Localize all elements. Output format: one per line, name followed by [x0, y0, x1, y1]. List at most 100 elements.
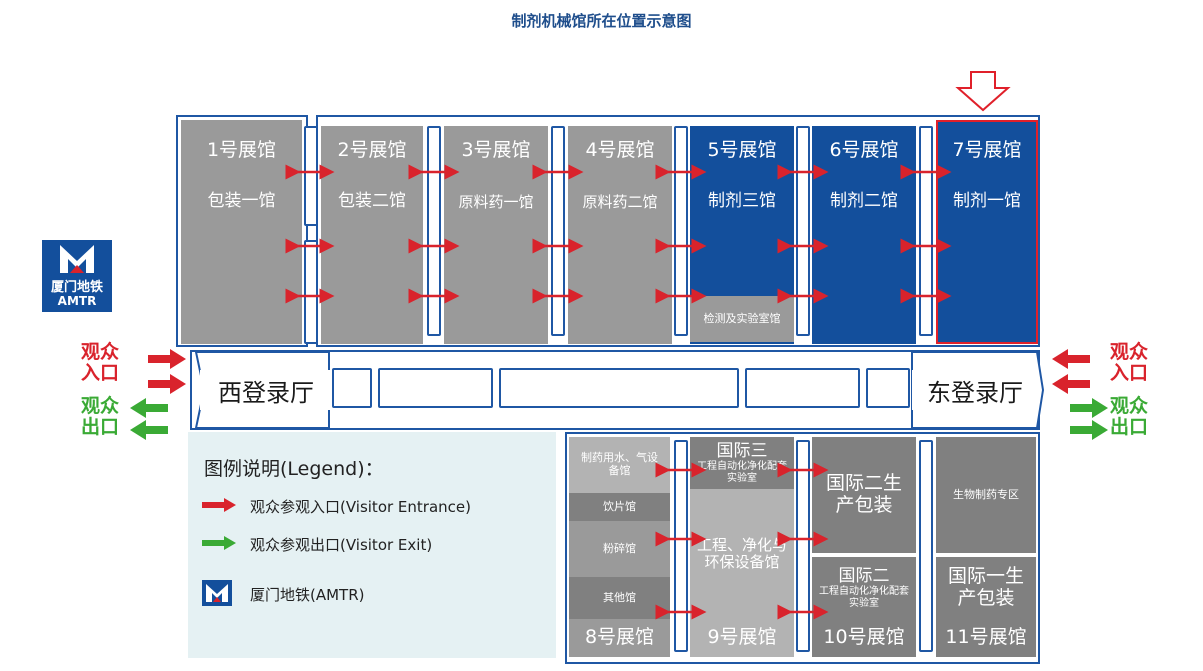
hall-8-section-3: 粉碎馆 [603, 541, 636, 555]
hall-6-number: 6号展馆 [829, 139, 899, 161]
hall-3-name: 原料药一馆 [458, 192, 534, 211]
hall-6-name: 制剂二馆 [830, 190, 898, 211]
hall-11-top: 生物制药专区 [953, 487, 1019, 501]
location-arrow-icon [955, 71, 1011, 112]
hall-7[interactable]: 7号展馆 制剂一馆 [936, 120, 1038, 344]
hall-10[interactable]: 10号展馆 [812, 619, 916, 657]
metro-cn: 厦门地铁 [50, 280, 103, 295]
hall-11-biopharma[interactable]: 生物制药专区 [936, 437, 1036, 553]
page-title: 制剂机械馆所在位置示意图 [511, 12, 692, 30]
hall-11-number: 11号展馆 [945, 626, 1027, 649]
hall-8-other[interactable]: 其他馆 [569, 577, 670, 619]
entrance-label-line2: 入口 [80, 361, 119, 384]
hall-8-section-2: 饮片馆 [603, 499, 636, 513]
hall-1[interactable]: 1号展馆 包装一馆 [181, 120, 302, 344]
hall-5-number: 5号展馆 [707, 139, 777, 161]
legend: 图例说明(Legend)： 观众参观入口(Visitor Entrance) 观… [188, 432, 556, 658]
hall-9-engineering[interactable]: 工程、净化与环保设备馆 [690, 489, 794, 619]
east-exit-label: 观众 出口 [1104, 396, 1154, 438]
hall-11-intl-1[interactable]: 国际一生产包装 [936, 555, 1036, 619]
east-exit-arrow-icon [1070, 420, 1108, 440]
hall-1-frame [176, 115, 308, 347]
hall-1-name: 包装一馆 [207, 190, 276, 211]
top-halls-frame [316, 115, 1040, 347]
corridor-segment [745, 368, 860, 408]
hall-4-name: 原料药二馆 [582, 192, 658, 211]
entrance-label-line1: 观众 [1109, 341, 1148, 363]
hall-3[interactable]: 3号展馆 原料药一馆 [444, 126, 548, 344]
metro-logo: 厦门地铁 AMTR [42, 240, 112, 312]
west-exit-arrow-icon [130, 420, 168, 440]
hall-7-number: 7号展馆 [952, 139, 1022, 161]
exit-label-line1: 观众 [80, 395, 119, 417]
hall-9-main: 工程、净化与环保设备馆 [696, 535, 787, 571]
entrance-label-line2: 入口 [1109, 361, 1148, 384]
hall-8-water-gas[interactable]: 制药用水、气设备馆 [569, 437, 670, 493]
hall-5-lab[interactable]: 检测及实验室馆 [690, 296, 794, 342]
hall-5-name: 制剂三馆 [708, 190, 776, 211]
entrance-label-line1: 观众 [80, 341, 119, 363]
exit-arrow-icon [202, 536, 236, 550]
hall-11-bottom: 国际一生产包装 [947, 565, 1024, 609]
hall-10-intl-2-packaging[interactable]: 国际二生产包装 [812, 437, 916, 553]
hall-8[interactable]: 8号展馆 [569, 619, 670, 657]
hall-10-bottom-sub: 工程自动化净化配套实验室 [819, 586, 909, 609]
hall-8-number: 8号展馆 [584, 626, 655, 649]
hall-7-name: 制剂一馆 [953, 190, 1021, 211]
hall-4[interactable]: 4号展馆 原料药二馆 [568, 126, 672, 344]
west-entrance-label: 观众 入口 [75, 342, 125, 384]
hall-9-top-title: 国际三 [716, 440, 768, 461]
corridor-segment [499, 368, 739, 408]
hall-10-top: 国际二生产包装 [825, 472, 902, 516]
entrance-arrow-icon [202, 498, 236, 512]
hall-10-intl-2-lab[interactable]: 国际二 工程自动化净化配套实验室 [812, 555, 916, 619]
west-lobby[interactable]: 西登录厅 [200, 370, 332, 410]
hall-2-number: 2号展馆 [337, 139, 407, 161]
hall-5-lab-label: 检测及实验室馆 [703, 311, 781, 325]
hall-11[interactable]: 11号展馆 [936, 619, 1036, 657]
west-exit-arrow-icon [130, 398, 168, 418]
exit-label-line2: 出口 [1109, 415, 1148, 438]
hall-2[interactable]: 2号展馆 包装二馆 [321, 126, 423, 344]
west-entrance-arrow-icon [148, 374, 186, 394]
corridor-segment [378, 368, 493, 408]
hall-8-slices[interactable]: 饮片馆 [569, 493, 670, 521]
legend-title: 图例说明(Legend)： [204, 458, 384, 480]
hall-9-number: 9号展馆 [707, 626, 777, 649]
exit-label-line1: 观众 [1109, 395, 1148, 417]
hall-2-name: 包装二馆 [338, 190, 406, 211]
metro-en: AMTR [57, 294, 97, 308]
corridor-strip [919, 440, 933, 652]
east-lobby[interactable]: 东登录厅 [912, 370, 1038, 410]
legend-entrance: 观众参观入口(Visitor Entrance) [250, 498, 471, 516]
bottom-halls-frame [565, 432, 1040, 664]
hall-9-top-sub: 工程自动化净化配套实验室 [697, 461, 787, 484]
corridor-segment [332, 368, 372, 408]
west-entrance-arrow-icon [148, 349, 186, 369]
hall-4-number: 4号展馆 [585, 139, 655, 161]
east-exit-arrow-icon [1070, 398, 1108, 418]
hall-10-bottom-title: 国际二 [838, 565, 890, 586]
hall-1-number: 1号展馆 [206, 139, 277, 161]
hall-3-number: 3号展馆 [461, 139, 531, 161]
hall-8-section-4: 其他馆 [603, 590, 636, 604]
hall-9[interactable]: 9号展馆 [690, 619, 794, 657]
corridor-segment [866, 368, 910, 408]
west-exit-label: 观众 出口 [75, 396, 125, 438]
metro-icon [60, 245, 94, 273]
east-entrance-label: 观众 入口 [1104, 342, 1154, 384]
hall-10-number: 10号展馆 [823, 626, 905, 649]
hall-8-section-1: 制药用水、气设备馆 [581, 451, 658, 477]
hall-8-crush[interactable]: 粉碎馆 [569, 521, 670, 577]
exit-label-line2: 出口 [80, 415, 119, 438]
east-entrance-arrow-icon [1052, 349, 1090, 369]
hall-6[interactable]: 6号展馆 制剂二馆 [812, 126, 916, 344]
legend-exit: 观众参观出口(Visitor Exit) [250, 536, 433, 554]
metro-legend-icon [202, 580, 232, 606]
east-entrance-arrow-icon [1052, 374, 1090, 394]
hall-9-intl-3[interactable]: 国际三 工程自动化净化配套实验室 [690, 437, 794, 489]
legend-metro: 厦门地铁(AMTR) [250, 586, 365, 604]
